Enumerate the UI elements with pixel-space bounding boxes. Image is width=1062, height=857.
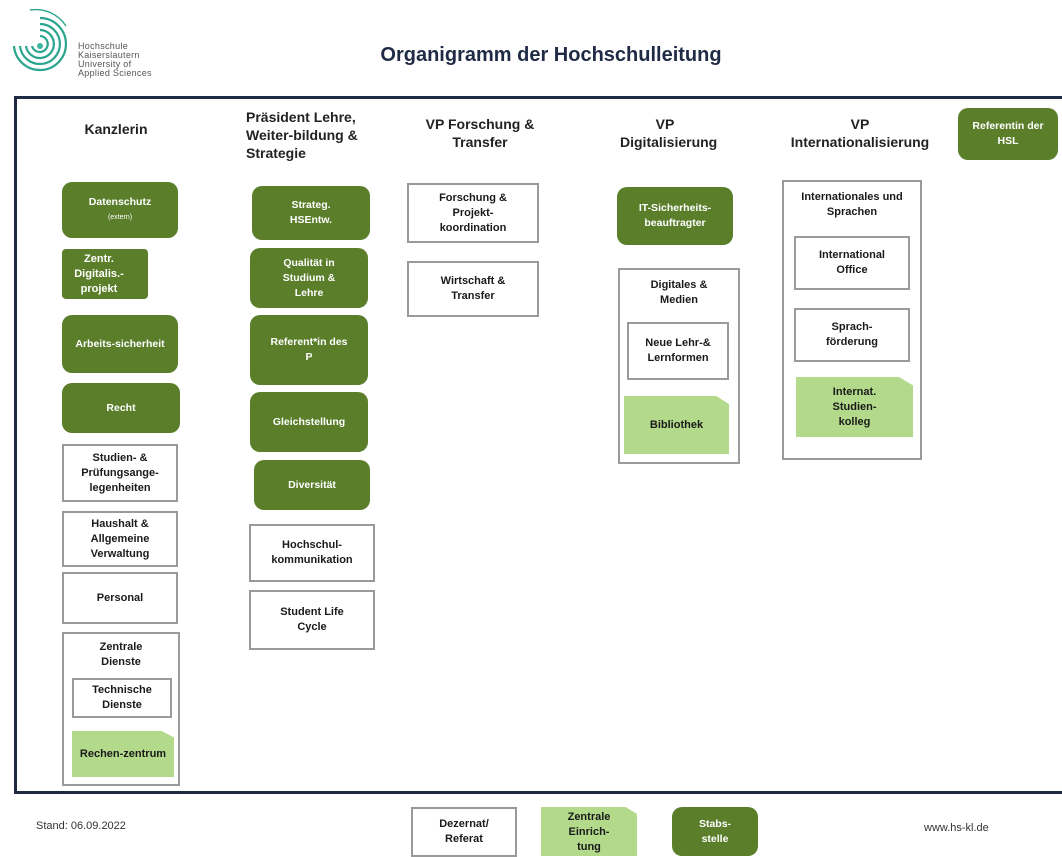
zentrale-dienste-title: Zentrale Dienste [99,641,143,668]
diversitaet-box: Diversität [254,460,370,510]
vp-digitalisierung-header: VP Digitalisierung [620,116,718,150]
internationales-sprachen-title: Internationales und Sprachen [801,191,903,218]
vp-forschung-header: VP Forschung & Transfer [425,116,535,150]
strategische-hochschulentwicklung-box: Strateg. HSEntw. [252,186,370,240]
haushalt-verwaltung-box: Haushalt & Allgemeine Verwaltung [62,511,178,567]
digitales-medien-title: Digitales & Medien [650,279,708,306]
forschung-projektkoordination-box: Forschung & Projekt-koordination [407,183,539,243]
legend-dezernat-referat: Dezernat/ Referat [411,807,517,857]
neue-lehr-lernformen-box: Neue Lehr-& Lernformen [627,322,729,380]
sprachfoerderung-box: Sprach-förderung [794,308,910,362]
logo-line: Hochschule [78,41,129,51]
it-sicherheitsbeauftragter-box: IT-Sicherheits-beauftragter [617,187,733,245]
logo-line: University of [78,59,132,69]
recht-box: Recht [62,383,180,433]
rechenzentrum-box: Rechen-zentrum [72,731,174,777]
studien-pruefung-box: Studien- & Prüfungsange-legenheiten [62,444,178,502]
datenschutz-box: Datenschutz (extern) [62,182,178,238]
page-title: Organigramm der Hochschulleitung [380,44,722,66]
legend-stabsstelle: Stabs-stelle [672,807,758,856]
org-chart-frame [14,96,1062,794]
logo-line: Applied Sciences [78,68,152,78]
gleichstellung-box: Gleichstellung [250,392,368,452]
datenschutz-note: (extern) [107,214,133,221]
studienkolleg-box: Internat. Studien-kolleg [796,377,913,437]
logo-wordmark: Hochschule Kaiserslautern University of … [78,42,152,78]
referentin-hsl-box: Referentin der HSL [958,108,1058,160]
international-office-box: International Office [794,236,910,290]
kanzlerin-header: Kanzlerin [84,121,148,137]
legend-zentrale-einrichtung: Zentrale Einrich-tung [541,807,637,856]
referent-praesident-box: Referent*in des P [250,315,368,385]
praesident-header: Präsident Lehre, Weiter-bildung & Strate… [246,109,358,161]
bibliothek-box: Bibliothek [624,396,729,454]
arbeitssicherheit-box: Arbeits-sicherheit [62,315,178,373]
stand-date: Stand: 06.09.2022 [36,820,126,832]
datenschutz-label: Datenschutz [88,196,152,208]
hochschule-logo-icon [12,8,68,72]
website-url[interactable]: www.hs-kl.de [924,822,989,834]
hochschulkommunikation-box: Hochschul-kommunikation [249,524,375,582]
digitalisierungsprojekt-box: Zentr. Digitalis.-projekt [62,249,148,299]
logo-line: Kaiserslautern [78,50,140,60]
student-life-cycle-box: Student Life Cycle [249,590,375,650]
qualitaet-studium-lehre-box: Qualität in Studium & Lehre [250,248,368,308]
personal-box: Personal [62,572,178,624]
technische-dienste-box: Technische Dienste [72,678,172,718]
wirtschaft-transfer-box: Wirtschaft & Transfer [407,261,539,317]
vp-internationalisierung-header: VP Internationalisierung [790,116,930,150]
